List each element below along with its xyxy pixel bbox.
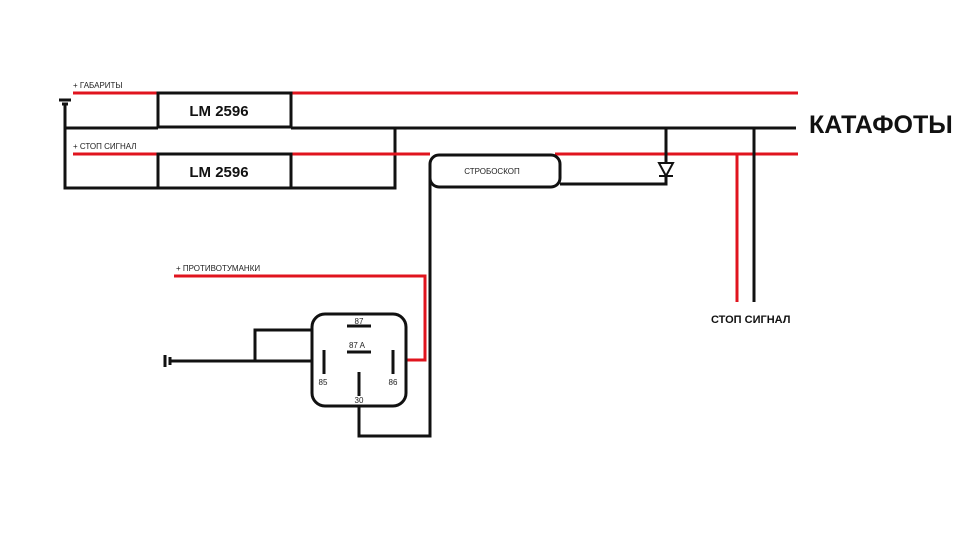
ground-symbol-top [59,98,71,106]
lm-top-label: LM 2596 [189,103,248,120]
diode-icon [657,162,675,179]
ground-wire-relay-loop [253,328,312,361]
wire-diode-branch [560,128,668,186]
label-protivotumanki: + ПРОТИВОТУМАНКИ [176,264,260,273]
wire-strobe-to-relay-30 [357,170,432,438]
stroboskop-label: СТРОБОСКОП [464,167,520,176]
relay-pin-30: 30 [355,396,364,405]
ground-wire-lm-bottom-out [291,128,397,190]
label-katafoty: КАТАФОТЫ [809,111,953,139]
wire-protivotumanki [174,274,427,362]
lm2596-module-top: LM 2596 [156,91,293,129]
lm2596-module-bottom: LM 2596 [156,152,293,190]
relay-pin-85: 85 [319,378,328,387]
label-stop-signal-in: + СТОП СИГНАЛ [73,142,137,151]
relay-pin-86: 86 [389,378,398,387]
ground-wire-left-vertical [63,104,158,190]
stroboskop-module: СТРОБОСКОП [428,153,562,189]
relay-pin-87a: 87 A [349,341,366,350]
relay-pin-87: 87 [355,317,364,326]
relay: 87 87 A 85 86 30 [310,312,408,408]
label-gabarity: + ГАБАРИТЫ [73,81,123,90]
ground-symbol-relay [163,355,172,367]
lm-bottom-label: LM 2596 [189,164,248,181]
label-stop-signal-out: СТОП СИГНАЛ [711,314,790,326]
